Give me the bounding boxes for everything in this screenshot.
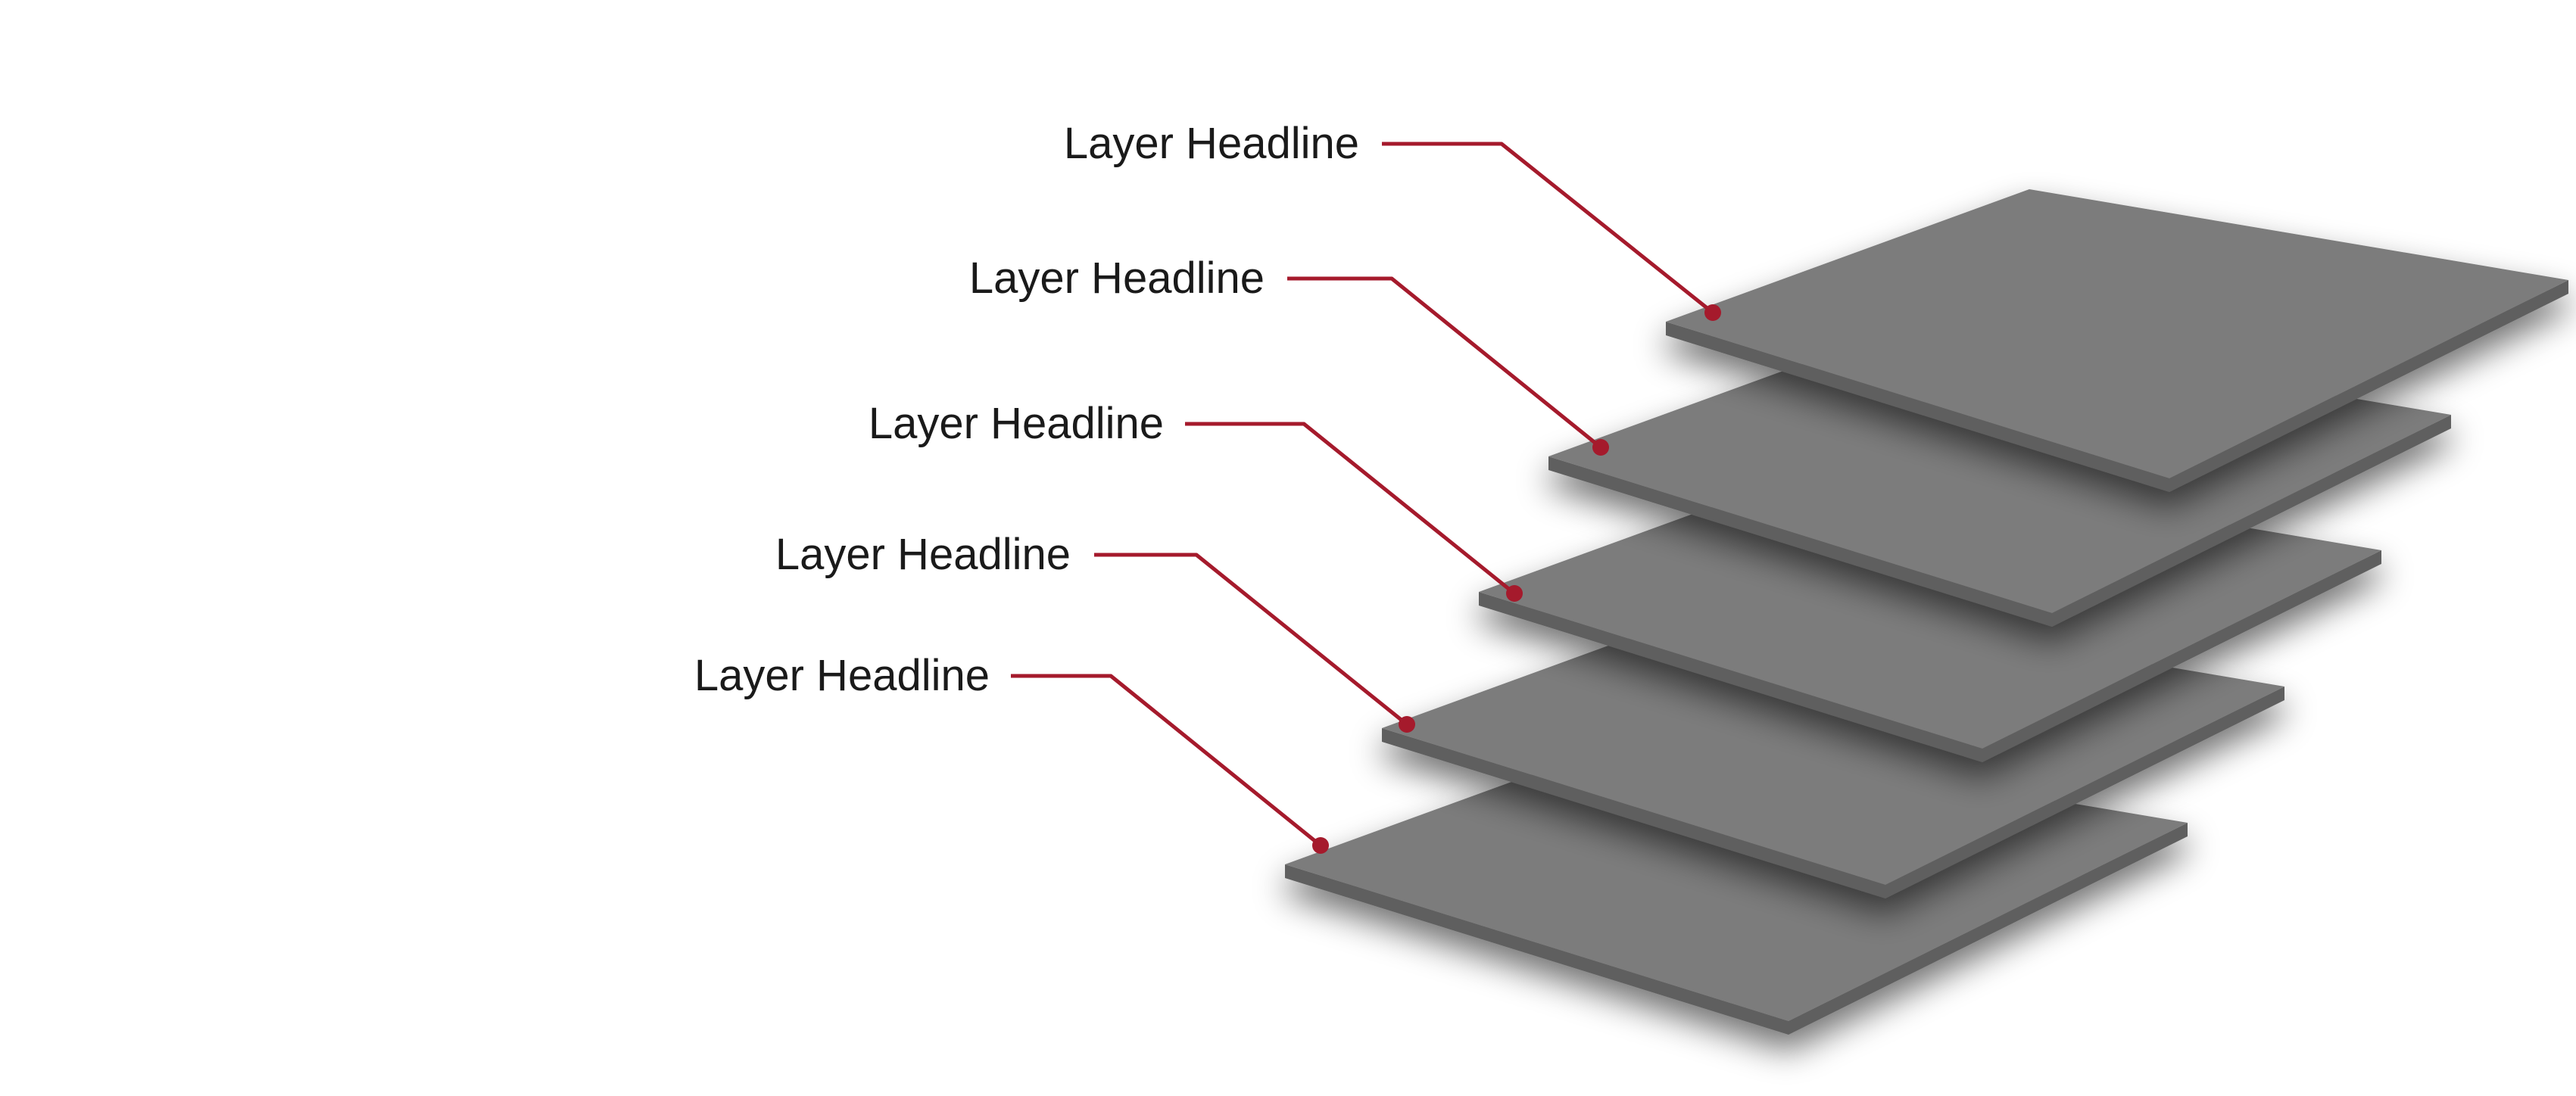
leader-line (1094, 553, 1408, 726)
layer-plate (1666, 189, 2568, 492)
layer-plate-edge (1382, 728, 1885, 898)
layer-headline-label: Layer Headline (775, 530, 1071, 579)
leader-dot (1506, 585, 1523, 602)
layer-headline-label: Layer Headline (694, 651, 990, 700)
leader-dot (1704, 304, 1721, 321)
layer-callout: Layer Headline (694, 651, 1329, 854)
layer-plate-edge (2052, 415, 2451, 627)
layer-plate-edge (1885, 687, 2284, 898)
layer-plate-edge (1479, 592, 1982, 762)
layer-headline-label: Layer Headline (969, 254, 1265, 303)
layer-callout: Layer Headline (869, 399, 1523, 602)
layer-plate-edge (1548, 456, 2052, 627)
layer-plate-edge (1789, 823, 2188, 1035)
layer-plates (1285, 189, 2568, 1035)
layer-plate-edge (1666, 322, 2169, 492)
layer-plate-edge (1285, 864, 1789, 1035)
layer-plate-top (1666, 189, 2568, 478)
leader-line (1287, 276, 1602, 449)
leader-line (1382, 142, 1714, 314)
leader-line (1011, 674, 1322, 847)
layer-callout: Layer Headline (1064, 119, 1721, 321)
layer-plate-edge (2169, 280, 2568, 492)
layer-headline-label: Layer Headline (869, 399, 1164, 448)
leader-dot (1399, 716, 1415, 733)
layer-headline-label: Layer Headline (1064, 119, 1359, 168)
leader-line (1185, 422, 1516, 595)
leader-dot (1312, 837, 1329, 854)
layer-callout: Layer Headline (969, 254, 1609, 456)
layer-plate-edge (1982, 550, 2381, 762)
layer-callout: Layer Headline (775, 530, 1415, 733)
leader-dot (1592, 439, 1609, 456)
